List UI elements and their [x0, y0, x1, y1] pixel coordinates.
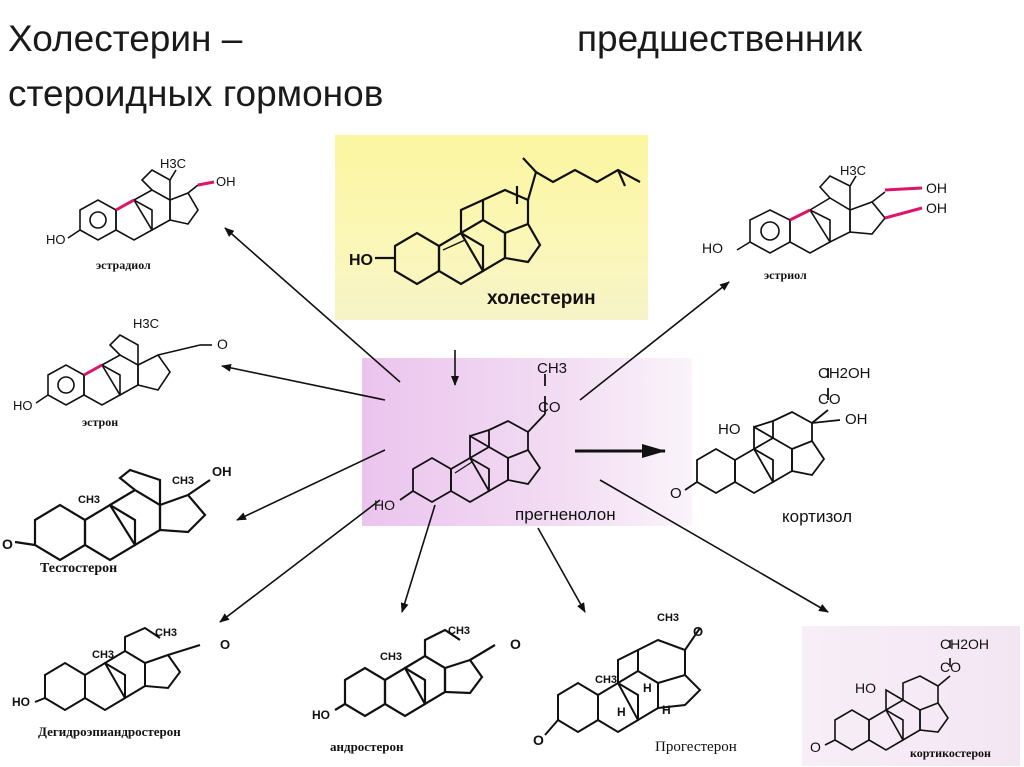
cholesterol-label: холестерин	[487, 288, 596, 309]
cortisol-oh: OH	[845, 411, 868, 428]
dhea-o: O	[220, 637, 230, 652]
pregnenolone-co: CO	[538, 399, 561, 416]
arrow-to-testosterone	[236, 449, 386, 521]
estriol-oh-1: OH	[926, 180, 947, 196]
estriol-oh-2: OH	[926, 200, 947, 216]
cholesterol-structure	[375, 157, 641, 286]
arrow-to-estradiol	[224, 227, 401, 383]
androsterone-ch3-1: CH3	[448, 625, 470, 637]
pregnenolone-background	[362, 358, 692, 526]
androsterone-o: O	[510, 636, 521, 652]
cortisol-ho: HO	[718, 421, 741, 438]
estradiol-label: эстрадиол	[96, 258, 151, 272]
progesterone-ch3-2: CH3	[595, 674, 617, 686]
estradiol-ho: HO	[46, 232, 66, 247]
estradiol-oh: OH	[216, 174, 236, 189]
pathway-arrows	[219, 227, 829, 623]
cholesterol-background	[335, 135, 648, 320]
estrone-h3c: H3C	[133, 316, 159, 331]
title-part-1: Холестерин –	[8, 18, 243, 59]
progesterone-ch3-1: CH3	[657, 612, 679, 624]
testosterone-structure	[14, 468, 211, 562]
cholesterol-ho: HO	[349, 252, 373, 269]
pregnenolone-label: прегненолон	[515, 505, 616, 524]
corticosterone-structure	[824, 640, 951, 751]
androsterone-ho: HO	[312, 708, 330, 722]
arrow-to-dhea	[219, 499, 381, 623]
arrow-to-corticosterone	[599, 479, 829, 613]
arrow-to-androsterone	[400, 504, 436, 613]
estradiol-h3c: H3C	[160, 156, 186, 171]
cortisol-label: кортизол	[782, 507, 852, 526]
androsterone-structure	[334, 628, 496, 718]
arrow-to-progesterone	[537, 527, 586, 613]
testosterone-o: O	[2, 536, 13, 552]
progesterone-o: O	[533, 732, 544, 748]
estriol-h3c: H3C	[840, 163, 866, 178]
corticosterone-label: кортикостерон	[910, 746, 991, 760]
estriol-ho: HO	[702, 240, 723, 256]
testosterone-oh: OH	[212, 464, 232, 479]
estriol-label: эстриол	[764, 268, 807, 282]
testosterone-label: Тестостерон	[40, 561, 117, 576]
arrow-to-estrone	[221, 363, 386, 401]
title-part-2: предшественник	[577, 18, 863, 59]
progesterone-structure	[544, 627, 702, 736]
dhea-structure	[34, 626, 201, 712]
testosterone-ch3-1: CH3	[78, 494, 100, 506]
corticosterone-co: CO	[940, 659, 961, 675]
cortisol-structure	[684, 368, 841, 495]
progesterone-h-1: H	[643, 681, 652, 695]
corticosterone-ch2oh: CH2OH	[940, 636, 989, 652]
estradiol-structure	[67, 169, 199, 241]
progesterone-h-3: H	[662, 703, 671, 717]
pregnenolone-ho: HO	[374, 497, 395, 513]
pregnenolone-ch3: CH3	[537, 360, 567, 377]
pregnenolone-structure	[399, 374, 546, 504]
cortisol-co: CO	[818, 391, 841, 408]
corticosterone-ho: HO	[855, 680, 876, 696]
estrone-label: эстрон	[82, 415, 118, 429]
progesterone-label: Прогестерон	[655, 739, 737, 755]
cortisol-ch2oh: CH2OH	[818, 365, 871, 382]
estrone-structure	[35, 334, 212, 406]
progesterone-h-2: H	[617, 705, 626, 719]
androsterone-ch3-2: CH3	[380, 651, 402, 663]
dhea-ch3-1: CH3	[155, 627, 177, 639]
dhea-ho: HO	[12, 695, 30, 709]
corticosterone-o: O	[810, 739, 821, 755]
androsterone-label: андростерон	[330, 739, 404, 754]
arrow-to-estriol	[579, 281, 730, 401]
dhea-label: Дегидроэпиандростерон	[38, 724, 181, 739]
estrone-o: O	[217, 336, 228, 352]
title-part-3: стероидных гормонов	[8, 73, 384, 114]
estrone-ho: HO	[13, 398, 33, 413]
testosterone-ch3-2: CH3	[172, 475, 194, 487]
cortisol-o: O	[670, 485, 682, 502]
dhea-ch3-2: CH3	[92, 649, 114, 661]
progesterone-o-top: O	[693, 624, 703, 639]
estriol-structure	[736, 175, 887, 254]
